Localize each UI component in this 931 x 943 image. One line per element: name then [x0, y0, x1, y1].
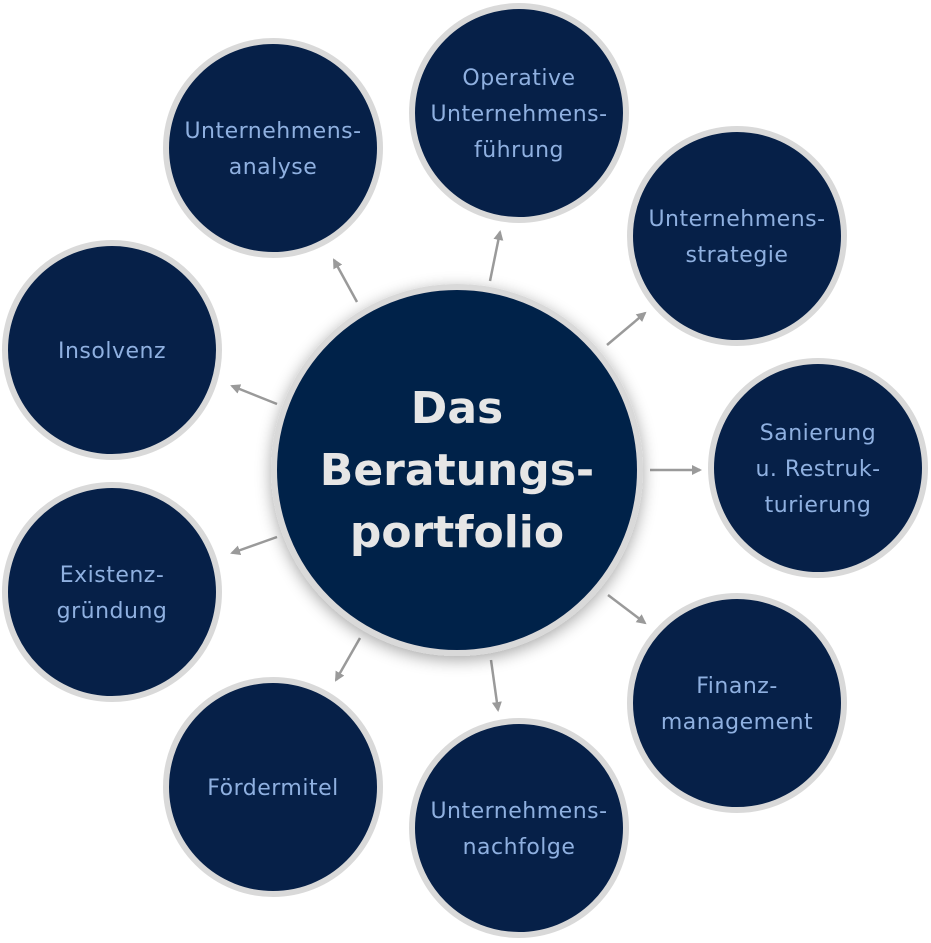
topic-node: Unternehmens-nachfolge — [409, 718, 629, 938]
topics-layer: Unternehmens-analyseOperativeUnternehmen… — [2, 3, 928, 938]
arrows-layer — [230, 230, 702, 712]
topic-label-line: turierung — [765, 493, 872, 518]
topic-label-line: gründung — [57, 599, 168, 624]
topic-label-line: führung — [474, 138, 564, 163]
topic-circle — [163, 38, 383, 258]
topic-label-line: management — [661, 710, 813, 735]
topic-node: Finanz-management — [627, 593, 847, 813]
topic-label-line: Insolvenz — [58, 339, 166, 364]
topic-label-line: Existenz- — [60, 563, 165, 588]
topic-label-line: Operative — [462, 66, 575, 91]
topic-circle — [627, 126, 847, 346]
topic-label-line: Unternehmens- — [184, 119, 361, 144]
connector-arrow-3 — [606, 311, 647, 346]
topic-circle — [2, 482, 222, 702]
topic-circle — [2, 240, 222, 460]
topic-label-line: u. Restruk- — [755, 457, 880, 482]
connector-arrow-8 — [230, 535, 278, 556]
center-title-line: Das — [411, 383, 503, 434]
topic-label-line: Unternehmens- — [430, 799, 607, 824]
topic-circle — [627, 593, 847, 813]
topic-node: Unternehmens-analyse — [163, 38, 383, 258]
topic-node: Insolvenz — [2, 240, 222, 460]
connector-arrow-9 — [230, 384, 278, 406]
connector-arrow-1 — [332, 258, 359, 303]
connector-arrow-5 — [607, 594, 647, 625]
connector-arrow-7 — [334, 637, 362, 682]
topic-circle — [409, 3, 629, 223]
topic-label-line: Unternehmens- — [648, 207, 825, 232]
topic-label-line: Fördermitel — [207, 776, 338, 801]
connector-arrow-2 — [488, 230, 504, 282]
topic-circle — [708, 358, 928, 578]
center-title-line: portfolio — [350, 507, 564, 558]
topic-circle — [409, 718, 629, 938]
topic-node: Unternehmens-strategie — [627, 126, 847, 346]
topic-label-line: analyse — [229, 155, 318, 180]
topic-label-line: nachfolge — [463, 835, 576, 860]
topic-circle — [163, 677, 383, 897]
topic-node: Sanierung u. Restruk-turierung — [708, 358, 928, 578]
topic-label-line: Finanz- — [696, 674, 778, 699]
connector-arrow-6 — [489, 659, 502, 712]
topic-node: Existenz-gründung — [2, 482, 222, 702]
topic-label-line: strategie — [686, 243, 789, 268]
center-title-line: Beratungs- — [320, 445, 594, 496]
center-circle — [271, 284, 643, 656]
topic-label-line: Unternehmens- — [430, 102, 607, 127]
topic-label-line: Sanierung — [760, 421, 876, 446]
topic-node: Fördermitel — [163, 677, 383, 897]
